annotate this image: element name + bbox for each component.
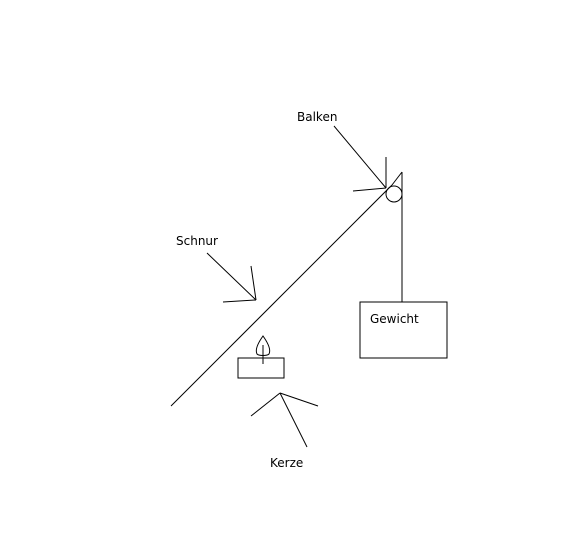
candle-arrow <box>250 392 319 448</box>
candle-label: Kerze <box>270 456 303 470</box>
beam-arrow <box>333 125 387 192</box>
pulley-circle <box>385 185 403 203</box>
weight-label: Gewicht <box>370 312 419 326</box>
beam-label: Balken <box>297 110 337 124</box>
weight-box <box>359 301 448 359</box>
beam-line <box>170 184 393 407</box>
candle-body <box>237 357 285 379</box>
beam-top-segment <box>391 171 403 186</box>
string-arrow <box>206 252 257 303</box>
string-label: Schnur <box>176 234 218 248</box>
candle-flame <box>255 335 271 356</box>
